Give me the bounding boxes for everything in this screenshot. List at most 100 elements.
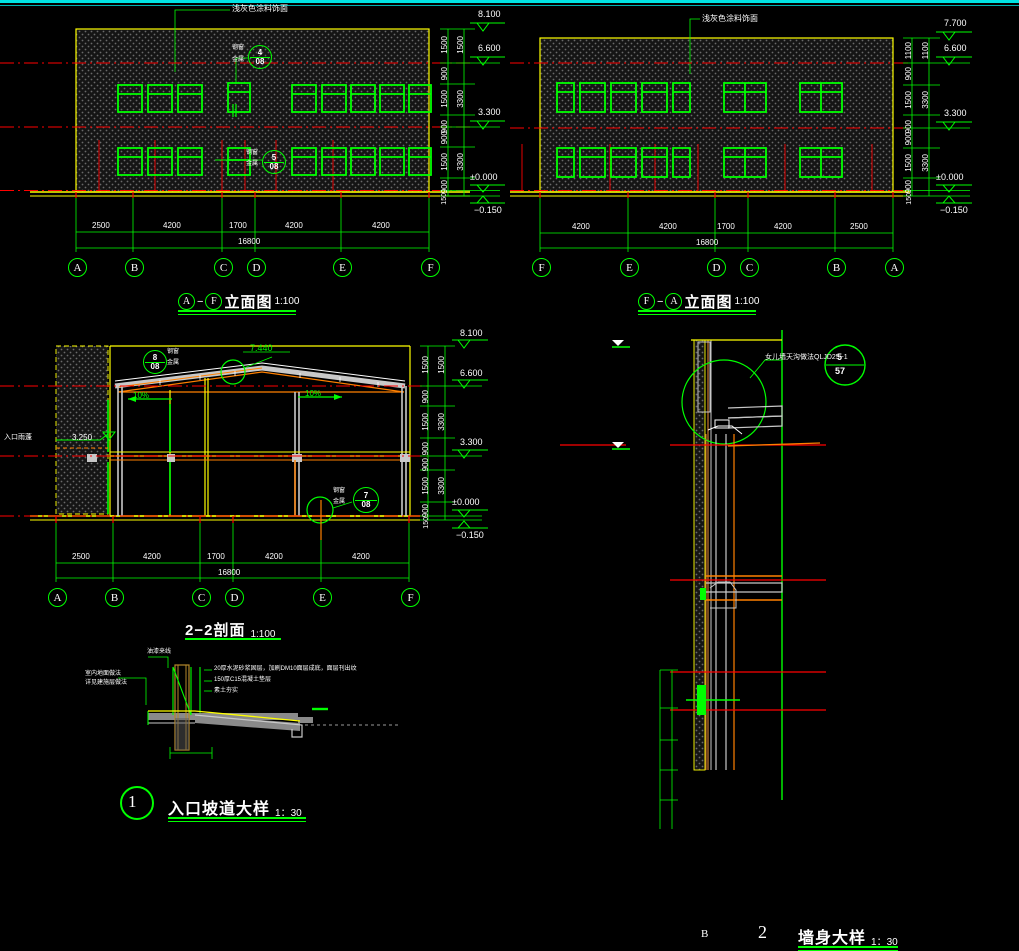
axis-label: C	[197, 591, 206, 604]
level-text: 6.600	[478, 43, 501, 53]
axis-bubble-d[interactable]: D	[247, 258, 266, 277]
axis-bubble-c[interactable]: C	[740, 258, 759, 277]
level-text: 6.600	[944, 43, 967, 53]
level-text: 6.600	[460, 368, 483, 378]
vdim: 900	[421, 504, 430, 518]
axis-label: B	[130, 261, 139, 274]
axis-label: B	[110, 591, 119, 604]
callout-bubble-7[interactable]: 7 08	[353, 487, 379, 513]
vdim: 900	[904, 132, 913, 146]
axis-label: E	[319, 591, 326, 604]
bay-dim: 4200	[372, 221, 390, 230]
bay-dim: 2500	[92, 221, 110, 230]
axis-bubble-a[interactable]: A	[48, 588, 67, 607]
callout-bubble-8[interactable]: 8 08	[143, 350, 167, 374]
elevation-af-drawing[interactable]: 浅灰色涂料饰面 4 08 钢窗 金属 5 08 钢窗 金属 8.100 6.60…	[0, 0, 520, 320]
callout-bubble-4[interactable]: 4 08	[248, 45, 272, 69]
vdim-outer: 3300	[437, 477, 446, 495]
detail-ramp-title: 入口坡道大样 1：30	[168, 795, 302, 819]
title-text: 2−2剖面	[185, 622, 246, 639]
section-2-2-drawing[interactable]: 10% 10% 7.440 入口雨蓬 3.250 8 08 钢窗 金属 7 08…	[0, 328, 520, 650]
axis-bubble-e[interactable]: E	[313, 588, 332, 607]
axis-bubble-a[interactable]: A	[68, 258, 87, 277]
title-axis-a: A	[178, 293, 195, 310]
axis-bubble-f[interactable]: F	[532, 258, 551, 277]
canopy-note: 入口雨蓬	[4, 434, 32, 441]
axis-bubble-c[interactable]: C	[214, 258, 233, 277]
vdim-outer: 1500	[437, 356, 446, 374]
axis-bubble-a[interactable]: A	[885, 258, 904, 277]
axis-label: A	[890, 261, 899, 274]
vdim-outer: 1500	[456, 36, 465, 54]
callout-number: 8	[152, 352, 158, 362]
level-text: ±0.000	[452, 497, 480, 507]
level-text: ±0.000	[470, 172, 498, 182]
level-text: ±0.000	[936, 172, 964, 182]
axis-bubble-b[interactable]: B	[125, 258, 144, 277]
title-underline	[798, 946, 898, 948]
top-cyan-bar-2	[0, 5, 1019, 6]
axis-bubble-e[interactable]: E	[333, 258, 352, 277]
vdim: 900	[440, 180, 449, 194]
vdim-outer: 3300	[921, 91, 930, 109]
elevation-fa-drawing[interactable]: 浅灰色涂料饰面 7.700 6.600 3.300 ±0.000 −0.150 …	[510, 0, 1019, 320]
axis-label: B	[832, 261, 841, 274]
title-separator: −	[657, 295, 664, 308]
axis-label: E	[339, 261, 346, 274]
vdim: 150	[906, 193, 913, 205]
detail-bubble-number: 2	[758, 922, 767, 942]
detail-wall-drawing[interactable]: 女儿墙天沟做法QLJD25−1 5 57 B 2 墙身大样 1：30	[560, 330, 1019, 951]
title-axis-label: F	[211, 296, 217, 307]
vdim: 1500	[421, 477, 430, 495]
bay-dim: 1700	[229, 221, 247, 230]
title-axis-label: F	[643, 296, 650, 307]
title-axis-label: A	[670, 296, 678, 307]
axis-bubble-f[interactable]: F	[401, 588, 420, 607]
axis-bubble-e[interactable]: E	[620, 258, 639, 277]
callout-7-label-b: 金属	[333, 499, 346, 505]
level-text: −0.150	[940, 205, 968, 215]
detail-ramp-drawing[interactable]: 油漆来线 室内地面做法 详见建施层做法 20厚水泥砂浆固层，加刷DM10面层成底…	[85, 645, 430, 829]
title-underline	[185, 638, 281, 640]
slope-left-label: 10%	[133, 391, 150, 400]
axis-label: D	[712, 261, 721, 274]
vdim: 1500	[421, 413, 430, 431]
vdim-outer: 3300	[456, 90, 465, 108]
callout-bubble-5[interactable]: 5 08	[262, 150, 286, 174]
vdim-outer: 3300	[456, 153, 465, 171]
axis-label: D	[230, 591, 239, 604]
callout-number: 4	[257, 47, 263, 57]
canopy-level: 3.250	[72, 433, 93, 442]
callout-5-label-a: 钢窗	[246, 150, 259, 156]
axis-label: A	[53, 591, 62, 604]
axis-bubble-f[interactable]: F	[421, 258, 440, 277]
bay-dim: 2500	[850, 222, 868, 231]
title-axis-label: A	[182, 296, 191, 307]
vdim: 1500	[904, 91, 913, 109]
bay-dim: 4200	[659, 222, 677, 231]
wall-axis-label: B	[701, 928, 709, 940]
axis-bubble-c[interactable]: C	[192, 588, 211, 607]
vdim: 900	[421, 458, 430, 472]
level-text: 7.700	[944, 18, 967, 28]
title-underline-2	[168, 821, 306, 822]
axis-bubble-b[interactable]: B	[105, 588, 124, 607]
ramp-note-paint: 油漆来线	[147, 649, 172, 655]
axis-bubble-d[interactable]: D	[225, 588, 244, 607]
vdim: 900	[904, 67, 913, 81]
vdim: 900	[421, 390, 430, 404]
vdim: 1500	[440, 90, 449, 108]
vdim: 150	[423, 517, 430, 529]
title-text: 立面图	[684, 294, 733, 311]
title-text: 墙身大样	[798, 930, 867, 947]
ramp-note-soil: 素土夯实	[214, 688, 239, 694]
bay-dim: 4200	[265, 552, 283, 561]
title-underline-2	[178, 314, 296, 315]
title-separator: −	[197, 295, 204, 308]
axis-bubble-d[interactable]: D	[707, 258, 726, 277]
top-cyan-bar	[0, 0, 1019, 3]
axis-bubble-b[interactable]: B	[827, 258, 846, 277]
level-text: 3.300	[460, 437, 483, 447]
total-dim: 16800	[218, 568, 241, 577]
